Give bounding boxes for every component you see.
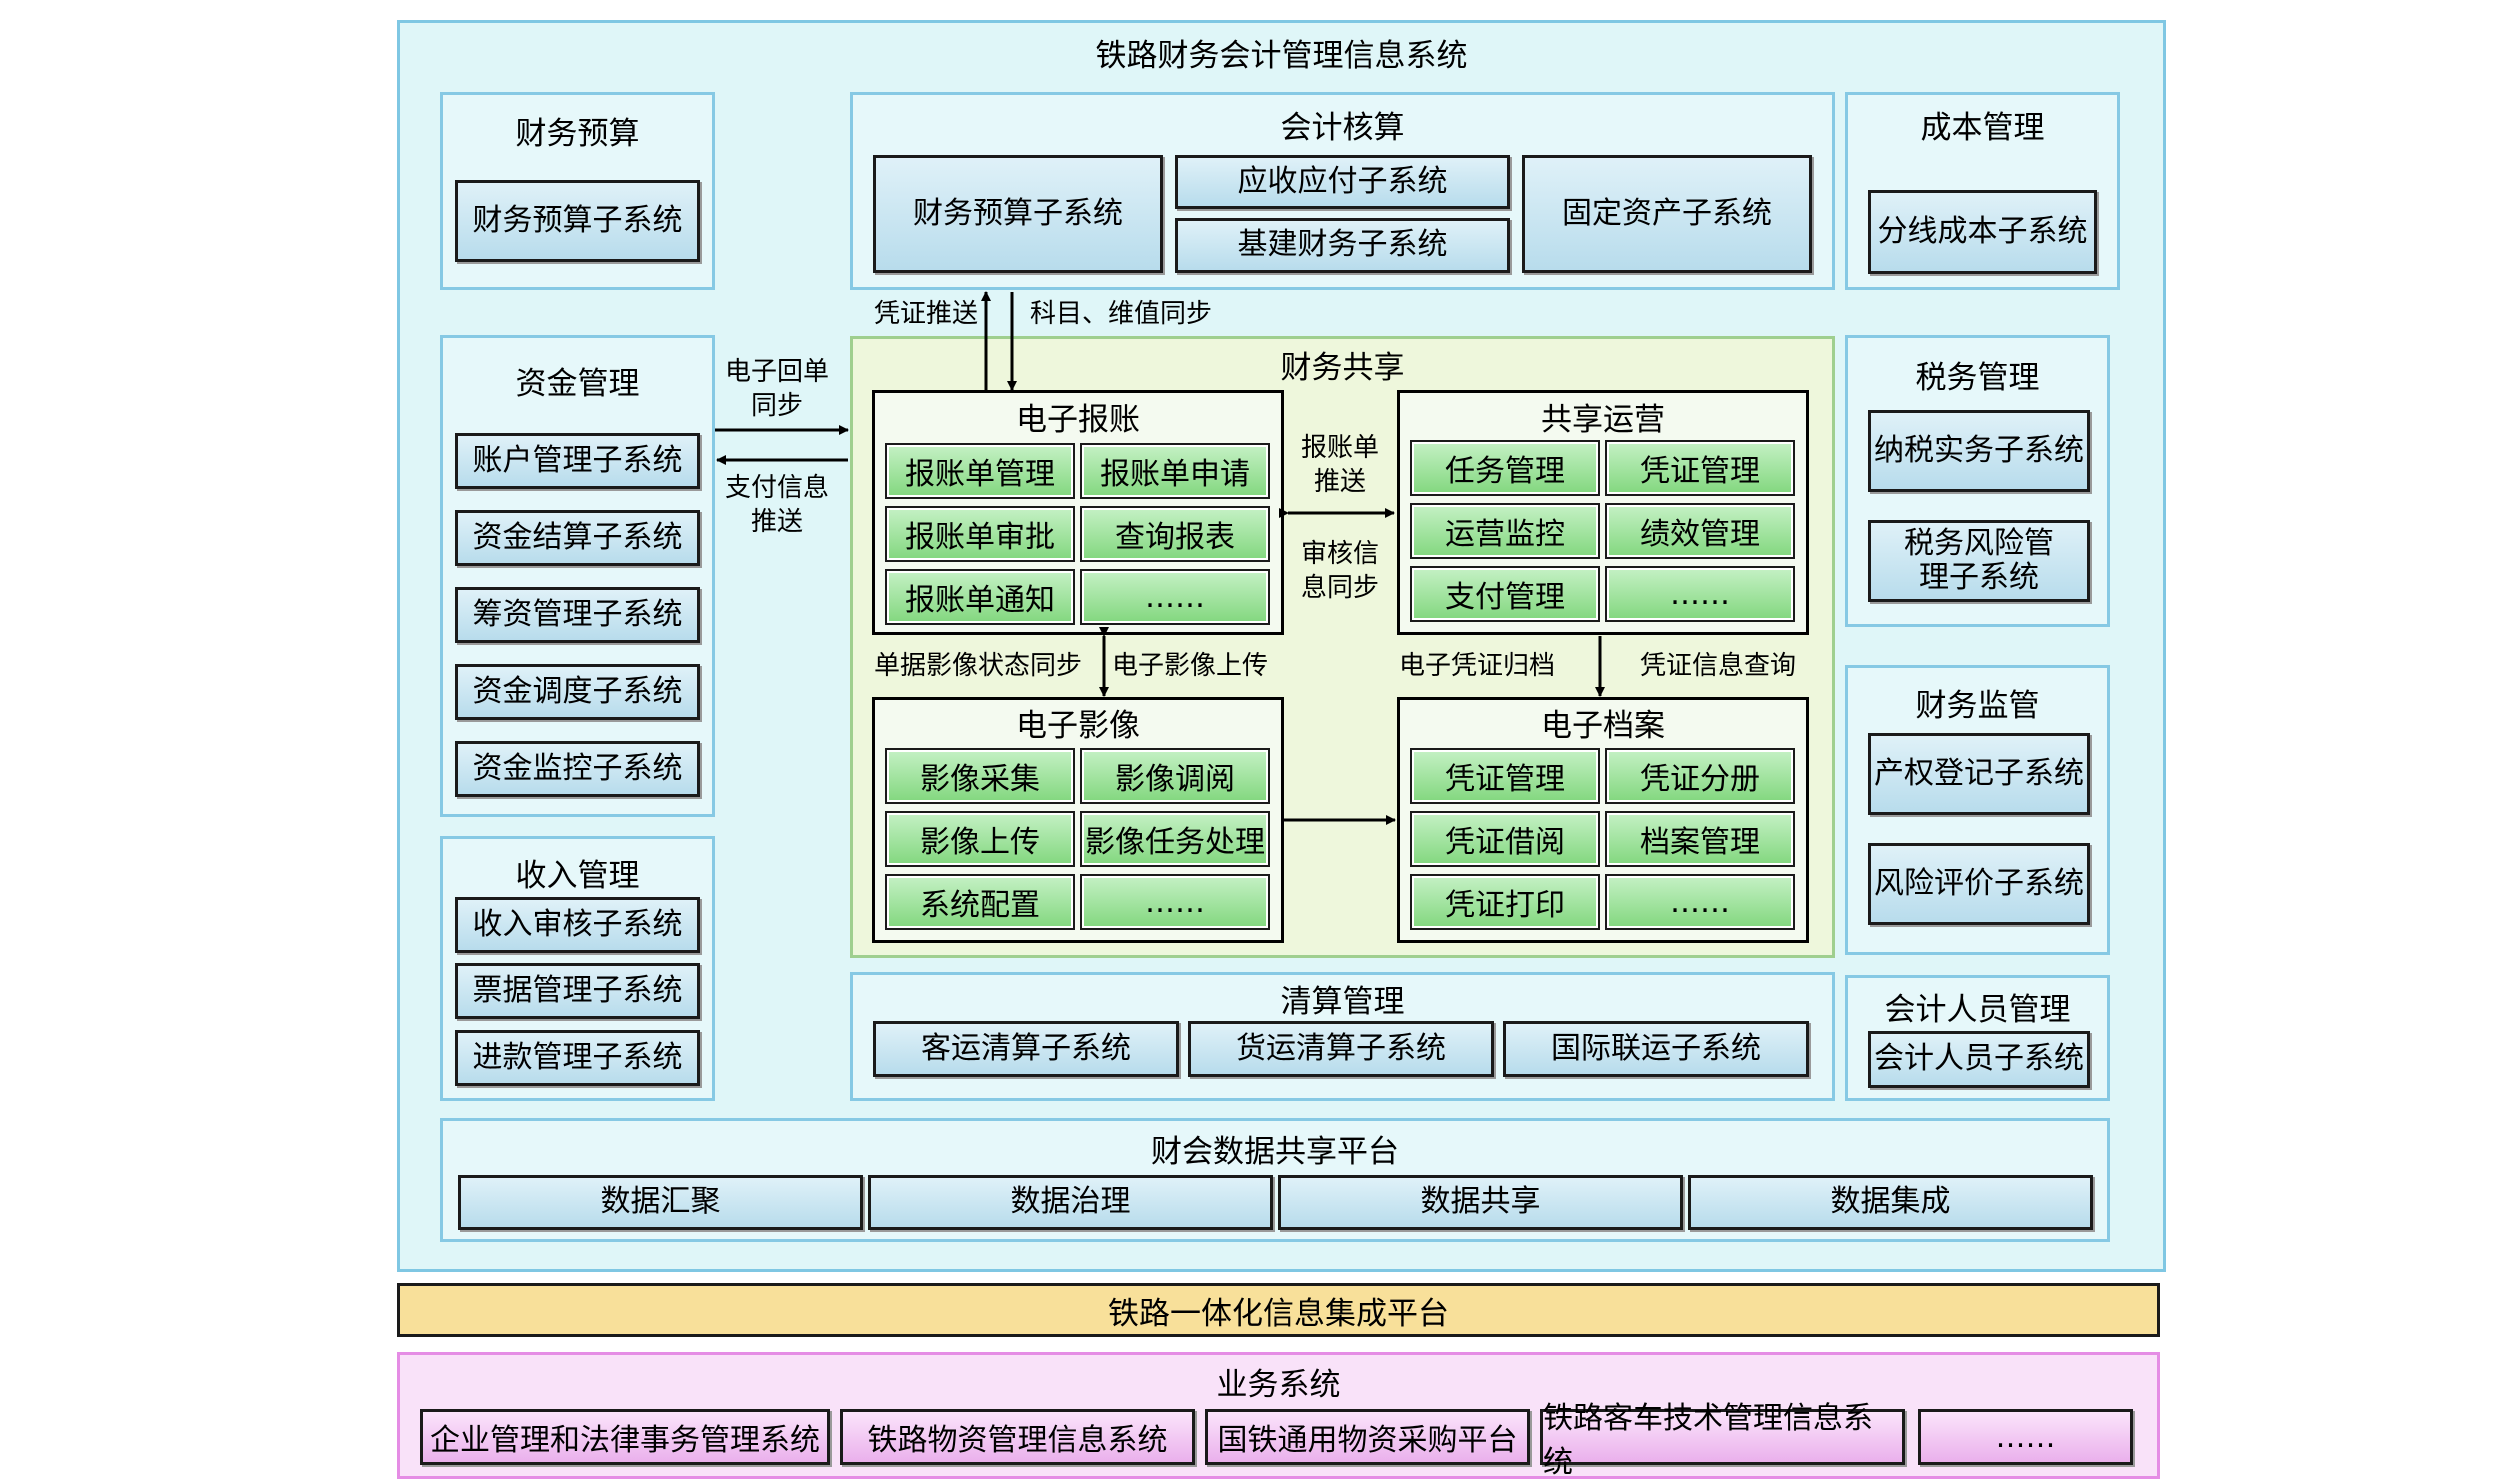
- integration-platform[interactable]: 铁路一体化信息集成平台: [397, 1283, 2160, 1337]
- label-voucher-push: 凭证推送: [873, 299, 978, 329]
- accounting-budget-subsystem[interactable]: 财务预算子系统: [873, 155, 1163, 273]
- funds-panel: [440, 335, 715, 817]
- tax-title: 税务管理: [1915, 360, 2040, 396]
- business-title: 业务系统: [1216, 1367, 1341, 1403]
- reimb-notify[interactable]: 报账单通知: [885, 569, 1075, 625]
- perf-mgmt[interactable]: 绩效管理: [1605, 503, 1795, 559]
- data-sharing[interactable]: 数据共享: [1278, 1175, 1683, 1230]
- payment-mgmt[interactable]: 支付管理: [1410, 566, 1600, 622]
- procurement-platform[interactable]: 国铁通用物资采购平台: [1205, 1409, 1530, 1465]
- reimb-approve[interactable]: 报账单审批: [885, 506, 1075, 562]
- freight-clearing-subsystem[interactable]: 货运清算子系统: [1188, 1021, 1494, 1077]
- fixed-asset-subsystem[interactable]: 固定资产子系统: [1522, 155, 1812, 273]
- label-reimb-push: 报账单推送: [1300, 433, 1379, 497]
- fund-settlement-subsystem[interactable]: 资金结算子系统: [455, 510, 700, 566]
- construction-finance-subsystem[interactable]: 基建财务子系统: [1175, 218, 1510, 273]
- income-audit-subsystem[interactable]: 收入审核子系统: [455, 897, 700, 953]
- data-aggregation[interactable]: 数据汇聚: [458, 1175, 863, 1230]
- risk-evaluation-subsystem[interactable]: 风险评价子系统: [1868, 843, 2090, 925]
- budget-subsystem[interactable]: 财务预算子系统: [455, 180, 700, 262]
- data-governance[interactable]: 数据治理: [868, 1175, 1273, 1230]
- financing-mgmt-subsystem[interactable]: 筹资管理子系统: [455, 587, 700, 643]
- task-mgmt[interactable]: 任务管理: [1410, 440, 1600, 496]
- eimage-more[interactable]: ……: [1080, 874, 1270, 930]
- supervision-title: 财务监管: [1915, 688, 2040, 724]
- voucher-mgmt[interactable]: 凭证管理: [1605, 440, 1795, 496]
- voucher-print[interactable]: 凭证打印: [1410, 874, 1600, 930]
- line-cost-subsystem[interactable]: 分线成本子系统: [1868, 190, 2097, 274]
- reimb-apply[interactable]: 报账单申请: [1080, 443, 1270, 499]
- clearing-title: 清算管理: [1280, 984, 1405, 1020]
- archive-voucher-mgmt[interactable]: 凭证管理: [1410, 748, 1600, 804]
- data-platform-title: 财会数据共享平台: [1151, 1134, 1399, 1170]
- property-register-subsystem[interactable]: 产权登记子系统: [1868, 733, 2090, 815]
- cost-title: 成本管理: [1920, 110, 2045, 146]
- income-title: 收入管理: [515, 858, 640, 894]
- label-audit-sync: 审核信息同步: [1300, 539, 1379, 603]
- label-pay-push: 支付信息推送: [724, 473, 829, 537]
- funds-title: 资金管理: [515, 366, 640, 402]
- voucher-volume[interactable]: 凭证分册: [1605, 748, 1795, 804]
- image-upload[interactable]: 影像上传: [885, 811, 1075, 867]
- data-integration[interactable]: 数据集成: [1688, 1175, 2093, 1230]
- accounting-title: 会计核算: [1280, 110, 1405, 146]
- image-view[interactable]: 影像调阅: [1080, 748, 1270, 804]
- ereimb-title: 电子报账: [1016, 402, 1140, 438]
- label-subject-sync: 科目、维值同步: [1030, 299, 1213, 329]
- receipt-mgmt-subsystem[interactable]: 进款管理子系统: [455, 1030, 700, 1086]
- budget-title: 财务预算: [515, 116, 640, 152]
- label-voucher-query: 凭证信息查询: [1640, 651, 1797, 681]
- fund-monitor-subsystem[interactable]: 资金监控子系统: [455, 741, 700, 797]
- eimage-title: 电子影像: [1016, 708, 1140, 744]
- staff-subsystem[interactable]: 会计人员子系统: [1868, 1031, 2090, 1088]
- ops-more[interactable]: ……: [1605, 566, 1795, 622]
- account-mgmt-subsystem[interactable]: 账户管理子系统: [455, 433, 700, 489]
- earchive-more[interactable]: ……: [1605, 874, 1795, 930]
- label-evoucher-archive: 电子凭证归档: [1398, 651, 1555, 681]
- earchive-title: 电子档案: [1541, 708, 1665, 744]
- tax-risk-subsystem[interactable]: 税务风险管理子系统: [1868, 520, 2090, 602]
- business-more[interactable]: ……: [1918, 1409, 2133, 1465]
- system-title: 铁路财务会计管理信息系统: [1095, 38, 1468, 74]
- image-task[interactable]: 影像任务处理: [1080, 811, 1270, 867]
- bill-mgmt-subsystem[interactable]: 票据管理子系统: [455, 963, 700, 1019]
- label-img-status-sync: 单据影像状态同步: [873, 651, 1082, 681]
- reimb-mgmt[interactable]: 报账单管理: [885, 443, 1075, 499]
- ops-monitor[interactable]: 运营监控: [1410, 503, 1600, 559]
- tax-practice-subsystem[interactable]: 纳税实务子系统: [1868, 410, 2090, 492]
- fund-dispatch-subsystem[interactable]: 资金调度子系统: [455, 664, 700, 720]
- intl-transport-subsystem[interactable]: 国际联运子系统: [1503, 1021, 1809, 1077]
- query-report[interactable]: 查询报表: [1080, 506, 1270, 562]
- voucher-borrow[interactable]: 凭证借阅: [1410, 811, 1600, 867]
- ops-title: 共享运营: [1541, 402, 1665, 438]
- passenger-clearing-subsystem[interactable]: 客运清算子系统: [873, 1021, 1179, 1077]
- archive-mgmt[interactable]: 档案管理: [1605, 811, 1795, 867]
- image-capture[interactable]: 影像采集: [885, 748, 1075, 804]
- material-mgmt-system[interactable]: 铁路物资管理信息系统: [840, 1409, 1195, 1465]
- staff-title: 会计人员管理: [1884, 992, 2071, 1028]
- label-img-upload: 电子影像上传: [1112, 651, 1269, 681]
- system-config[interactable]: 系统配置: [885, 874, 1075, 930]
- receivable-payable-subsystem[interactable]: 应收应付子系统: [1175, 155, 1510, 209]
- ereimb-more[interactable]: ……: [1080, 569, 1270, 625]
- share-title: 财务共享: [1280, 350, 1405, 386]
- label-ereceipt-sync: 电子回单同步: [724, 357, 829, 421]
- enterprise-legal-system[interactable]: 企业管理和法律事务管理系统: [420, 1409, 830, 1465]
